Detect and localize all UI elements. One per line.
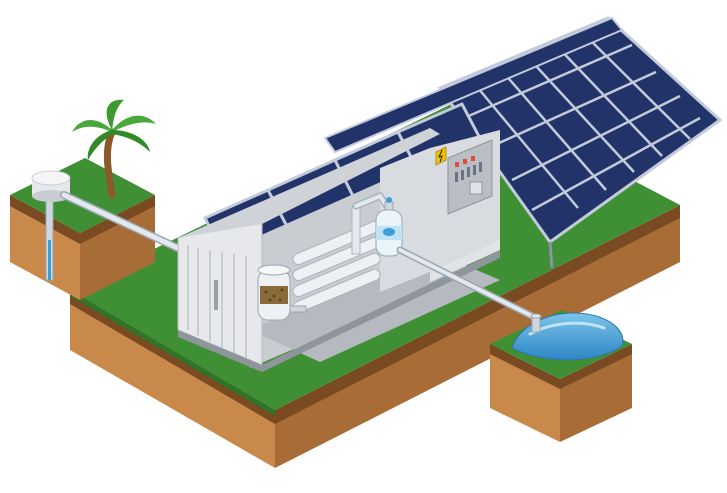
- palm-tree-icon: [72, 99, 156, 199]
- filter-tank-icon: [257, 264, 307, 321]
- container-top-rail: [178, 128, 440, 238]
- control-panel-icon: [447, 139, 493, 215]
- bladder-island-soil-band: [490, 344, 632, 389]
- main-ground-grass-shade: [70, 290, 275, 416]
- main-ground-soil-front: [70, 300, 275, 468]
- bladder-island-soil-right: [560, 350, 632, 442]
- well-water: [48, 240, 51, 280]
- warning-bolt-icon: [435, 146, 447, 166]
- pipe-icon: [60, 191, 186, 254]
- main-ground-soil-right: [275, 215, 680, 468]
- well-tank-icon: [31, 170, 71, 202]
- solar-support: [548, 241, 554, 269]
- container-door-latch: [214, 280, 218, 310]
- pipe-icon: [396, 246, 540, 322]
- bladder-island-soil-front: [490, 350, 560, 442]
- pressure-vessel-icon: [375, 197, 403, 257]
- well-island-soil-front: [10, 200, 80, 300]
- water-bladder-icon: [511, 312, 624, 361]
- roof-panel-top-row: [323, 16, 624, 154]
